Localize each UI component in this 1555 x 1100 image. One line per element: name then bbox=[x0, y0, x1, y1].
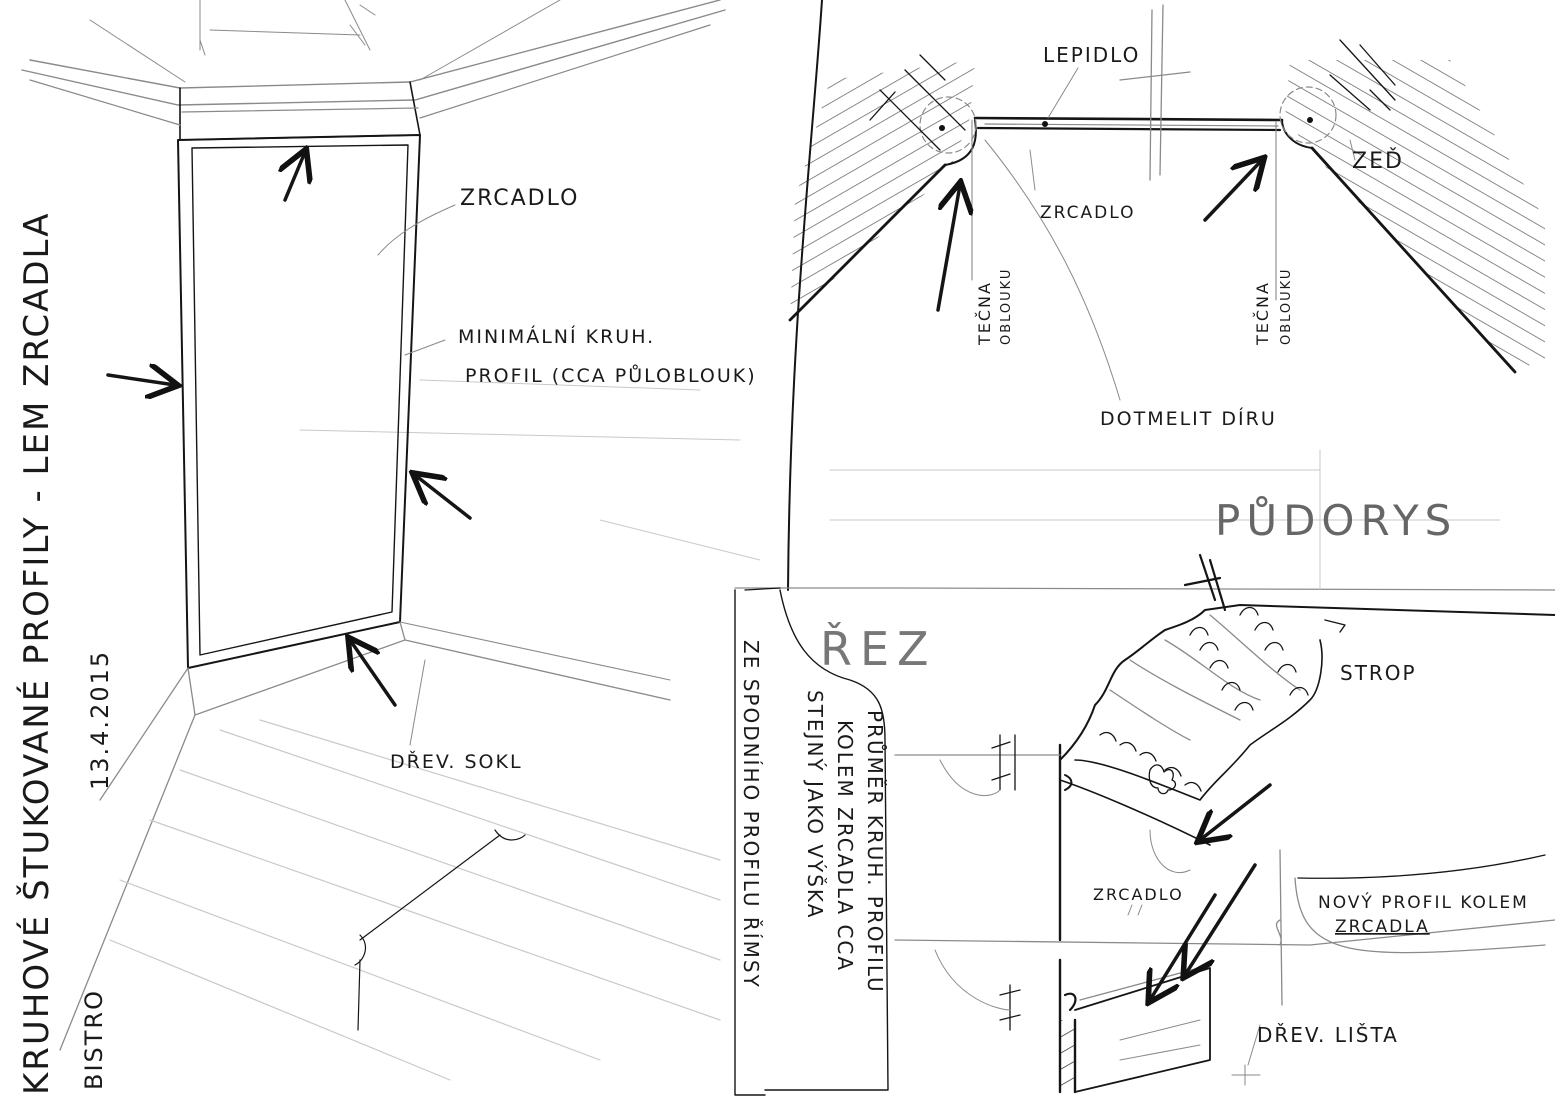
wood-strip-label: DŘEV. LIŠTA bbox=[1257, 1023, 1399, 1047]
arrow-plan-right bbox=[1203, 160, 1262, 222]
arrow-bottom bbox=[350, 640, 397, 707]
note-line-2: KOLEM ZRCADLA CCA bbox=[833, 720, 857, 972]
plan-mirror-label: ZRCADLO bbox=[1040, 203, 1135, 223]
note-line-1: PRŮMĚR KRUH. PROFILU bbox=[863, 710, 887, 994]
new-profile-label-1: NOVÝ PROFIL KOLEM bbox=[1318, 891, 1529, 913]
background-traces bbox=[299, 379, 1501, 591]
arrow-section-cornice bbox=[1200, 783, 1272, 840]
skirting-label: DŘEV. SOKL bbox=[390, 750, 523, 773]
mirror-label: ZRCADLO bbox=[460, 186, 579, 211]
perspective-view bbox=[21, 0, 726, 1081]
title-vertical: KRUHOVÉ ŠTUKOVANÉ PROFILY - LEM ZRCADLA bbox=[16, 212, 57, 1096]
section-mirror-label: ZRCADLO bbox=[1093, 885, 1184, 904]
divider-horizontal bbox=[734, 587, 1555, 591]
arrow-plan-left bbox=[936, 185, 960, 312]
mirror-frame bbox=[177, 134, 421, 669]
arrow-section-strip-2 bbox=[1185, 863, 1257, 975]
glue-label: LEPIDLO bbox=[1043, 43, 1140, 67]
note-line-4: ZE SPODNÍHO PROFILU ŘÍMSY bbox=[739, 640, 763, 989]
profile-circle-right bbox=[1279, 86, 1337, 144]
ornament-bumps bbox=[1099, 606, 1309, 795]
plan-view bbox=[788, 4, 1545, 401]
ceiling-label: STROP bbox=[1340, 661, 1417, 685]
place-label: BISTRO bbox=[80, 989, 108, 1090]
arrow-section-strip-1 bbox=[1150, 893, 1217, 1000]
tangent-right-1: TEČNA bbox=[1253, 281, 1272, 346]
tangent-left-2: OBLOUKU bbox=[999, 268, 1014, 345]
wall-label: ZEĎ bbox=[1352, 148, 1404, 174]
note-line-3: STEJNÝ JAKO VÝŠKA bbox=[803, 690, 827, 919]
section-heading: ŘEZ bbox=[820, 622, 937, 676]
new-profile-label-2: ZRCADLA bbox=[1335, 917, 1430, 937]
wall-hatch-left bbox=[790, 60, 975, 320]
tangent-right-2: OBLOUKU bbox=[1279, 268, 1294, 345]
date-label: 13.4.2015 bbox=[86, 650, 114, 790]
fill-note: DOTMELIT DÍRU bbox=[1100, 407, 1277, 430]
wall-hatch-right bbox=[1285, 60, 1545, 370]
arrow-right bbox=[415, 475, 472, 520]
note-box bbox=[734, 589, 889, 1096]
plan-heading: PŮDORYS bbox=[1215, 495, 1457, 545]
section-view bbox=[734, 553, 1555, 1096]
profile-label-1: MINIMÁLNÍ KRUH. bbox=[458, 325, 655, 348]
profile-circle-left bbox=[919, 96, 977, 154]
profile-label-2: PROFIL (CCA PŮLOBLOUK) bbox=[465, 363, 757, 387]
tangent-left-1: TEČNA bbox=[975, 281, 994, 346]
floor-boards bbox=[109, 719, 721, 1081]
arrow-top bbox=[285, 152, 305, 202]
arrow-left bbox=[106, 375, 175, 385]
